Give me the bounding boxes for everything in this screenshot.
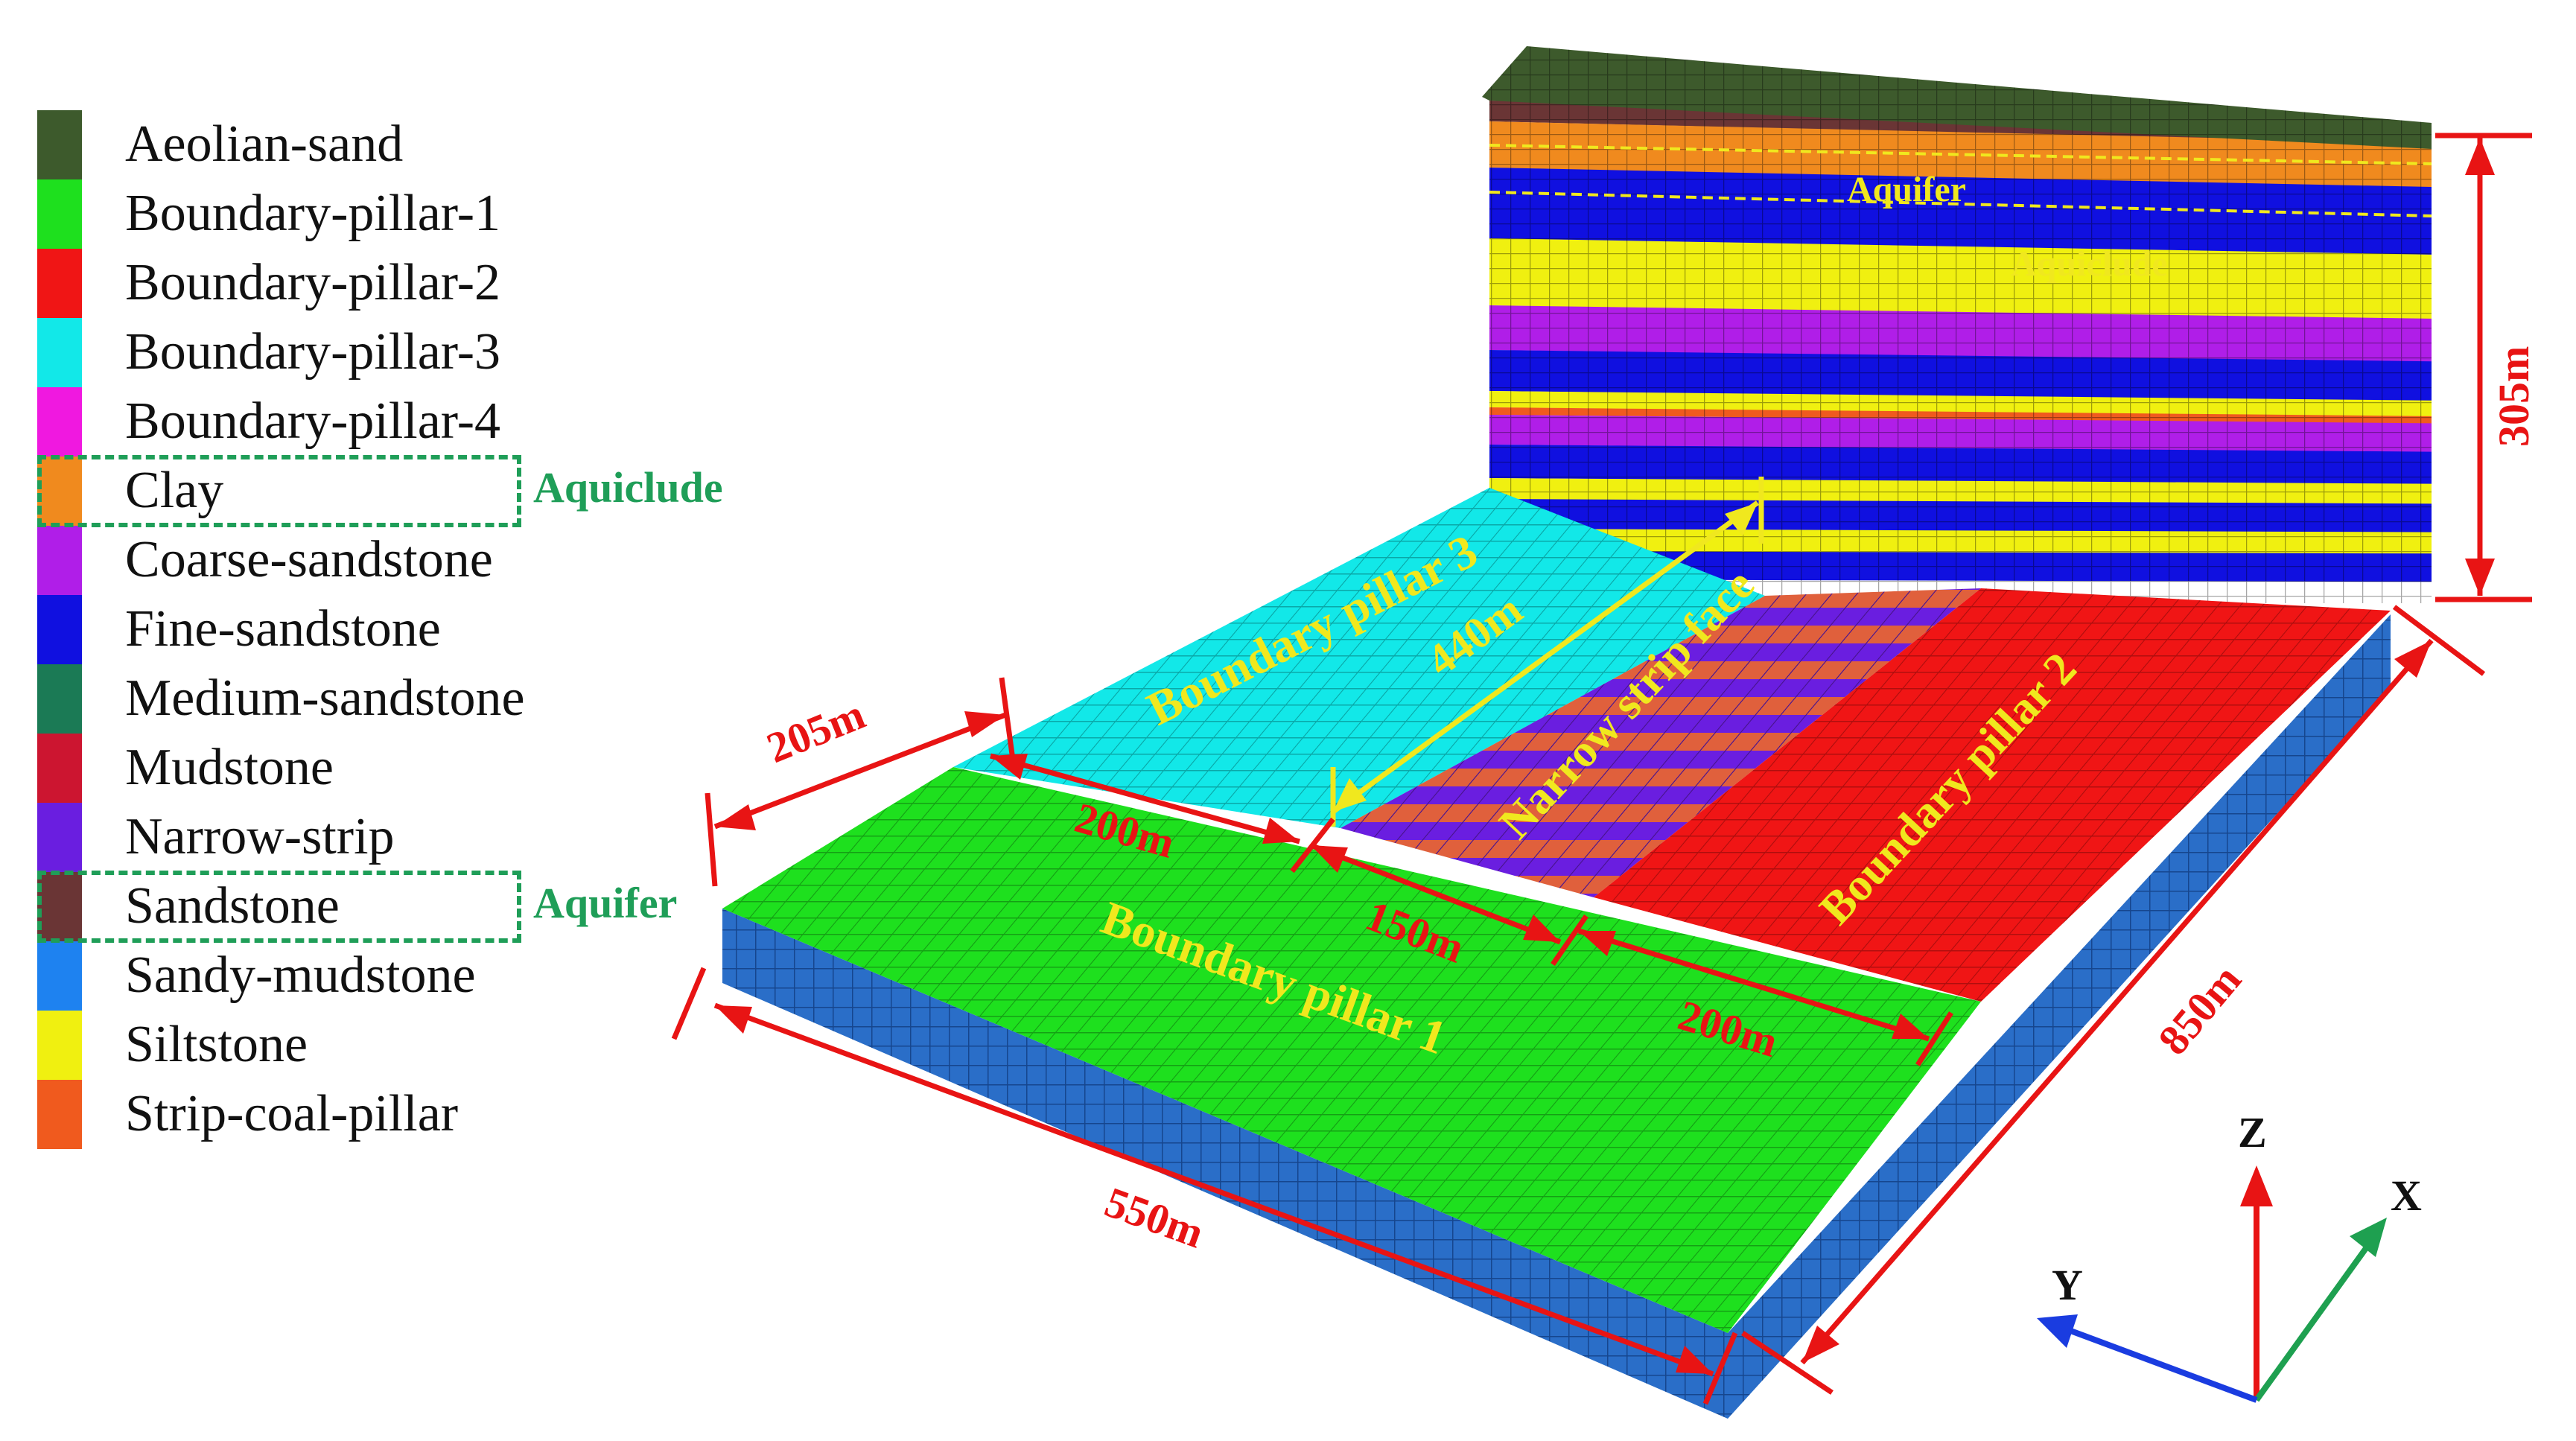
legend-label: Strip-coal-pillar bbox=[125, 1085, 459, 1142]
legend-swatch bbox=[37, 179, 82, 249]
legend-label: Mudstone bbox=[125, 739, 334, 796]
legend-swatch bbox=[37, 457, 82, 526]
legend-swatch bbox=[37, 734, 82, 803]
legend-label: Boundary-pillar-2 bbox=[125, 254, 501, 311]
legend-label: Aeolian-sand bbox=[125, 115, 404, 173]
legend-swatch bbox=[37, 803, 82, 872]
legend-item: Boundary-pillar-4 bbox=[37, 387, 752, 457]
legend-label: Sandy-mudstone bbox=[125, 947, 476, 1004]
legend-swatch bbox=[37, 249, 82, 318]
legend-label: Sandstone bbox=[125, 877, 340, 935]
label-wall-aquiclude: Aquiclude bbox=[2011, 244, 2168, 284]
axes-indicator: Z X Y bbox=[2037, 1108, 2422, 1403]
base-right-face bbox=[1728, 614, 2391, 1419]
legend-label: Clay bbox=[125, 462, 224, 519]
dim-440m bbox=[1330, 477, 1764, 827]
axis-x-label: X bbox=[2391, 1171, 2422, 1220]
legend-label: Medium-sandstone bbox=[125, 669, 525, 727]
legend-label: Boundary-pillar-4 bbox=[125, 392, 501, 450]
legend-item: Mudstone bbox=[37, 734, 752, 803]
legend-item: Aeolian-sand bbox=[37, 110, 752, 179]
legend-swatch bbox=[37, 526, 82, 595]
legend-item: Sandstone bbox=[37, 872, 752, 941]
axis-x bbox=[2254, 1238, 2375, 1402]
legend-swatch bbox=[37, 110, 82, 179]
label-305m: 305m bbox=[2490, 346, 2538, 447]
base-front-face bbox=[722, 909, 1728, 1419]
legend-item: Medium-sandstone bbox=[37, 664, 752, 734]
label-wall-aquifer: Aquifer bbox=[1847, 170, 1966, 209]
legend-swatch bbox=[37, 318, 82, 387]
boundary-pillar-1-region bbox=[722, 767, 1981, 1333]
legend-swatch bbox=[37, 872, 82, 941]
legend-swatch bbox=[37, 941, 82, 1011]
boundary-pillar-3-region bbox=[953, 488, 1765, 828]
legend-swatch bbox=[37, 1011, 82, 1080]
legend-label: Coarse-sandstone bbox=[125, 531, 493, 588]
legend-item: Fine-sandstone bbox=[37, 595, 752, 664]
legend-swatch bbox=[37, 595, 82, 664]
legend-highlight-aquifer bbox=[37, 871, 521, 943]
legend-label: Siltstone bbox=[125, 1016, 308, 1073]
legend-swatch bbox=[37, 387, 82, 457]
legend-item: Boundary-pillar-1 bbox=[37, 179, 752, 249]
legend-swatch bbox=[37, 664, 82, 734]
legend-label: Boundary-pillar-3 bbox=[125, 323, 501, 381]
legend-note-aquifer: Aquifer bbox=[533, 879, 678, 927]
strata-wall bbox=[1482, 46, 2432, 603]
legend-item: Narrow-strip bbox=[37, 803, 752, 872]
legend-item: Boundary-pillar-2 bbox=[37, 249, 752, 318]
label-205m: 205m bbox=[760, 690, 872, 772]
red-dimensions bbox=[671, 133, 2532, 1405]
legend-label: Fine-sandstone bbox=[125, 600, 441, 658]
narrow-strip-region bbox=[1341, 588, 1981, 897]
legend-label: Narrow-strip bbox=[125, 808, 395, 865]
boundary-pillar-2-region bbox=[1594, 588, 2391, 1002]
legend-highlight-aquiclude bbox=[37, 455, 521, 527]
legend-swatch bbox=[37, 1080, 82, 1149]
legend-item: Coarse-sandstone bbox=[37, 526, 752, 595]
axis-y bbox=[2065, 1326, 2258, 1403]
legend-item: Clay bbox=[37, 457, 752, 526]
legend-label: Boundary-pillar-1 bbox=[125, 185, 501, 242]
label-850m: 850m bbox=[2149, 955, 2251, 1063]
legend-item: Sandy-mudstone bbox=[37, 941, 752, 1011]
axis-y-label: Y bbox=[2052, 1261, 2083, 1309]
legend-note-aquiclude: Aquiclude bbox=[533, 463, 723, 512]
legend-item: Siltstone bbox=[37, 1011, 752, 1080]
axis-z-label: Z bbox=[2238, 1108, 2267, 1157]
label-550m: 550m bbox=[1099, 1177, 1210, 1257]
legend-item: Boundary-pillar-3 bbox=[37, 318, 752, 387]
wall-top-grid bbox=[1482, 46, 2432, 149]
legend-item: Strip-coal-pillar bbox=[37, 1080, 752, 1149]
